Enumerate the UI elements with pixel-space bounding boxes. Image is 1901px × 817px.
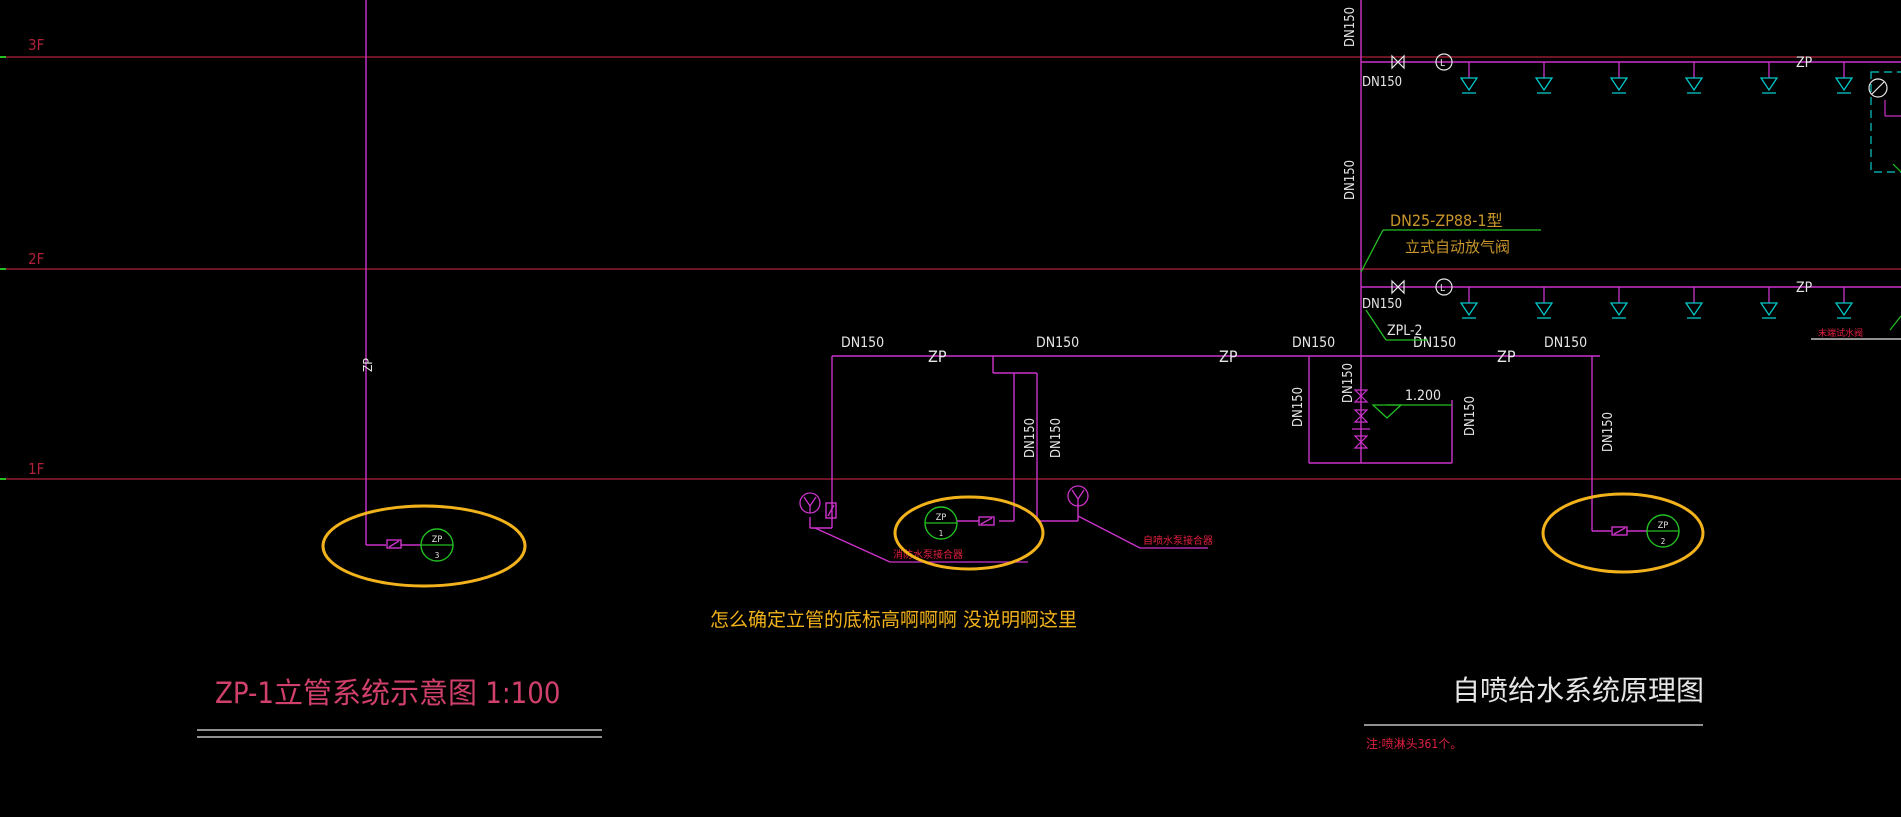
pipe-size-label: DN150 [1362, 297, 1402, 312]
floor-label-1f: 1F [28, 460, 44, 478]
sprinkler-head-icon [1534, 302, 1554, 317]
sprinkler-heads-3f [1459, 62, 1854, 94]
floor-label-2f: 2F [28, 250, 44, 268]
pipe-zp-label: ZP [1497, 347, 1516, 366]
pipe-size-label-vertical: DN150 [1023, 418, 1038, 458]
main-riser-right [1360, 0, 1901, 463]
sprinkler-head-icon [1459, 302, 1479, 317]
highlight-ellipse-zp3 [321, 504, 527, 588]
vent-valve-name: 立式自动放气阀 [1405, 238, 1510, 256]
pipe-zp-label: ZP [928, 347, 947, 366]
pipe-size-label-vertical: DN150 [1341, 363, 1356, 403]
floor-lines [0, 56, 1901, 480]
pipe-zp-label: ZP [1796, 55, 1813, 71]
title-left: ZP-1立管系统示意图 1:100 [215, 676, 560, 710]
highlight-ellipse-zp2 [1541, 492, 1705, 574]
sprinkler-head-icon [1834, 77, 1854, 92]
vent-valve-model: DN25-ZP88-1型 [1390, 211, 1503, 230]
sprinkler-head-icon [1759, 302, 1779, 317]
riser-tag-zp1: ZP 1 [924, 506, 979, 540]
pump-adapter-left-symbol [799, 492, 1028, 563]
title-right: 自喷给水系统原理图 [1452, 674, 1704, 707]
title-right-note: 注:喷淋头361个。 [1366, 736, 1462, 751]
pipe-size-label: DN150 [1413, 335, 1456, 351]
pipe-size-label: DN150 [841, 335, 884, 351]
branch-2f: DN150 L ZP [1362, 278, 1854, 319]
pipe-zp-label: ZP [1796, 280, 1813, 296]
floor-ticks [0, 56, 6, 480]
riser-valves [1352, 389, 1370, 449]
pump-adapter-right-symbol [1067, 485, 1208, 549]
riser-tag-zp3: ZP 3 [420, 528, 454, 562]
valve-symbol [386, 539, 402, 549]
pipe-size-label-vertical: DN150 [1343, 7, 1358, 47]
pipe-size-label: DN150 [1544, 335, 1587, 351]
sprinkler-heads-2f [1459, 287, 1854, 319]
svg-text:L: L [1440, 58, 1445, 69]
riser-label-zp: ZP [361, 358, 375, 372]
pipe-size-label: DN150 [1362, 75, 1402, 90]
svg-text:L: L [1440, 283, 1445, 294]
zpl2-label: ZPL-2 [1387, 323, 1423, 339]
riser-tag-zp1-name: ZP [936, 513, 947, 523]
riser-tag-zp2: ZP 2 [1646, 514, 1680, 548]
sprinkler-head-icon [1834, 302, 1854, 317]
floor-label-3f: 3F [28, 36, 44, 54]
vent-valve-callout: DN25-ZP88-1型 立式自动放气阀 [1360, 211, 1541, 273]
branch-3f: DN150 L ZP [1362, 53, 1854, 94]
sprinkler-head-icon [1459, 77, 1479, 92]
elevation-value: 1.200 [1405, 388, 1441, 404]
pipe-size-label-vertical: DN150 [1049, 418, 1064, 458]
user-annotation-question: 怎么确定立管的底标高啊啊啊 没说明啊这里 [710, 609, 1077, 631]
pipe-size-label: DN150 [1036, 335, 1079, 351]
sprinkler-head-icon [1684, 77, 1704, 92]
sprinkler-head-icon [1534, 77, 1554, 92]
riser-zp1-left [365, 0, 421, 549]
riser-tag-zp2-num: 2 [1661, 537, 1666, 546]
riser-tag-zp2-name: ZP [1658, 521, 1669, 531]
pipe-size-label-vertical: DN150 [1291, 387, 1306, 427]
pump-adapter-left-label: 消防水泵接合器 [893, 548, 963, 561]
main-header-pipe [809, 355, 1647, 536]
pipe-size-label-vertical: DN150 [1601, 412, 1616, 452]
sprinkler-head-icon [1609, 77, 1629, 92]
pipe-size-label-vertical: DN150 [1343, 160, 1358, 200]
pump-adapter-right-label: 自喷水泵接合器 [1143, 534, 1213, 547]
right-small-label: 末端试水阀 [1818, 327, 1863, 339]
right-edge-equipment [1811, 71, 1901, 340]
sprinkler-head-icon [1609, 302, 1629, 317]
pipe-size-label-vertical: DN150 [1463, 396, 1478, 436]
zpl2-callout: ZPL-2 [1365, 309, 1428, 341]
riser-tag-zp3-num: 3 [435, 551, 440, 560]
sprinkler-head-icon [1759, 77, 1779, 92]
elevation-marker: 1.200 [1371, 388, 1452, 419]
riser-tag-zp1-num: 1 [939, 529, 944, 538]
riser-tag-zp3-name: ZP [432, 535, 443, 545]
highlight-ellipse-zp1 [893, 495, 1045, 571]
pipe-size-label: DN150 [1292, 335, 1335, 351]
sprinkler-head-icon [1684, 302, 1704, 317]
pipe-zp-label: ZP [1219, 347, 1238, 366]
